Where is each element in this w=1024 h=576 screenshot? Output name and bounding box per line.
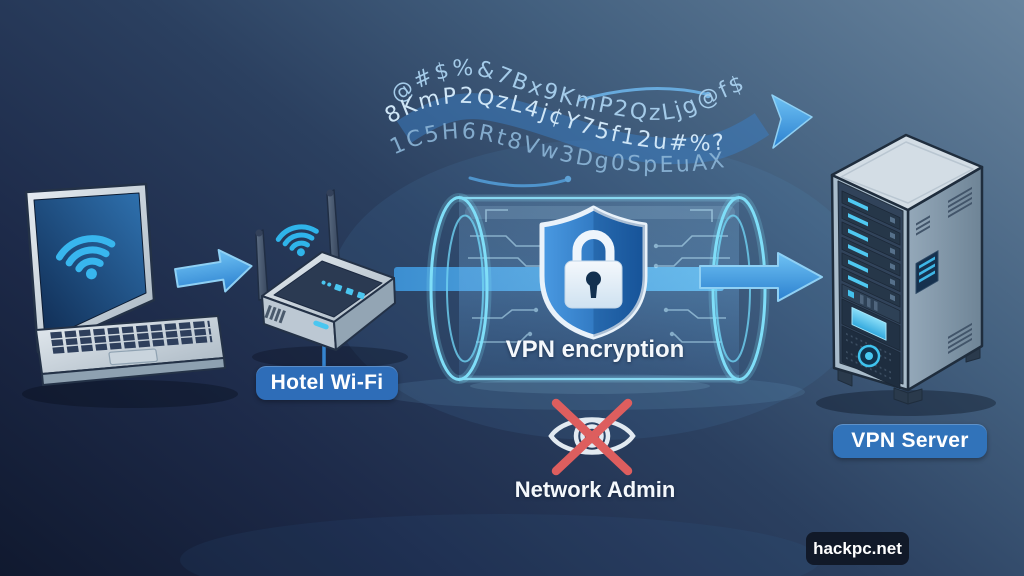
router-antenna-right [326,189,340,260]
laptop-shadow [22,380,238,408]
tunnel-left-ring [429,196,489,381]
arrow-right-icon [174,249,253,293]
wifi-icon [275,224,319,257]
server-foot [907,388,923,405]
vpn-encryption-label: VPN encryption [505,336,685,363]
stream-dot-bottom [564,175,572,183]
router-top-panel [273,260,383,318]
router-antenna-left [255,229,269,301]
stream-swoosh-top [578,87,708,102]
red-x-icon [551,398,633,476]
stream-dot-top [704,91,712,99]
router-illustration [252,189,408,368]
eye-blocked-icon [548,398,636,476]
lock-shackle [572,230,615,267]
router-vents [264,305,286,324]
lock-keyhole-slot [589,283,598,298]
shield-lock-icon [539,205,648,340]
server-side-panel [915,250,939,295]
server-top-face [830,133,984,212]
router-right-face [333,277,396,351]
hotel-wifi-label: Hotel Wi-Fi [256,366,398,400]
laptop-illustration [22,182,238,408]
vpn-server-label: VPN Server [833,424,987,458]
laptop-screen [33,192,147,341]
watermark: hackpc.net [806,532,909,565]
router-status-light [313,320,329,330]
stream-swoosh-bottom [468,176,568,188]
lock-keyhole [586,271,601,287]
tunnel-left-inner-ring [446,214,484,363]
network-admin-label: Network Admin [514,477,676,502]
server-rack-units [841,190,901,390]
tunnel-circuits [468,209,730,343]
stream-line-1: @#$%&7Bx9KmP2QzLjg@f$f° [0,0,750,126]
arrow-right-icon [699,252,823,302]
laptop-keys [50,320,213,366]
server-rack-illustration [816,133,996,416]
curved-arrow-icon [771,94,813,149]
wifi-icon [55,235,116,280]
router-shadow [252,346,408,368]
laptop-front-edge [41,357,226,386]
laptop-trackpad [108,348,158,366]
server-power-light-core [865,352,873,360]
encrypted-data-stream: @#$%&7Bx9KmP2QzLjg@f$f° 8KmP2QzL4j¢Y75f1… [0,0,813,188]
server-side-details [915,186,972,354]
router-antenna-right-tip [326,189,334,197]
server-top-inset [840,141,974,204]
router-antenna-left-tip [255,229,263,237]
